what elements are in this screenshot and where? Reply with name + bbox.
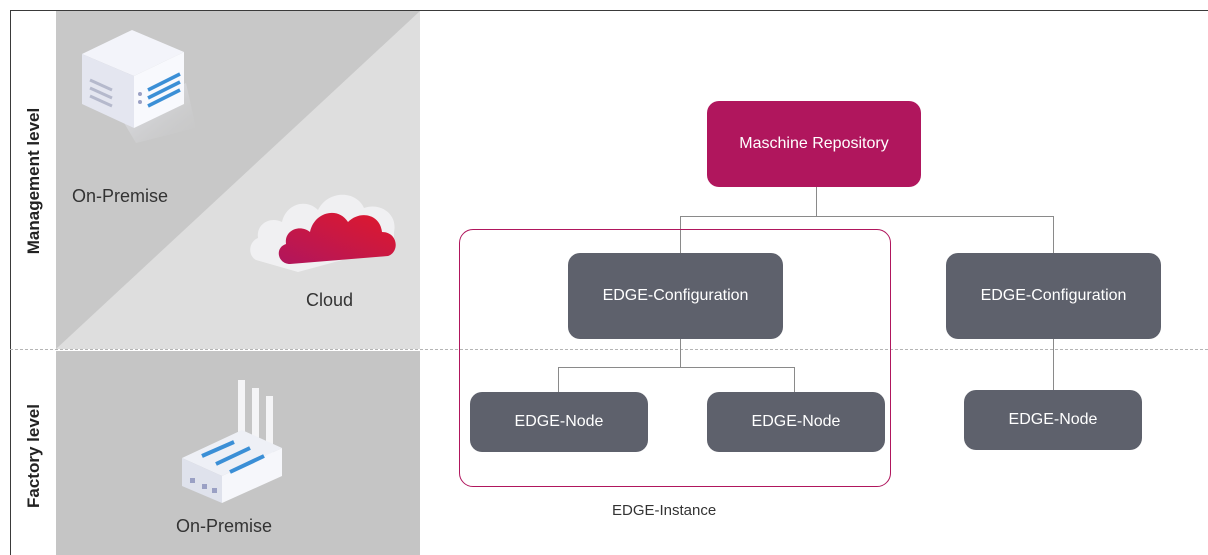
server-icon (82, 30, 196, 143)
connector (1053, 216, 1054, 254)
factory-level-label: Factory level (24, 404, 43, 508)
server-label: On-Premise (72, 186, 169, 206)
connector (558, 367, 559, 393)
edge-node-left-2[interactable]: EDGE-Node (707, 392, 885, 452)
factory-label: On-Premise (176, 516, 273, 536)
connector (1053, 339, 1054, 391)
connector (680, 216, 1054, 217)
edge-instance-box (459, 229, 891, 487)
connector (558, 367, 795, 368)
edge-node-right[interactable]: EDGE-Node (964, 390, 1142, 450)
connector (680, 339, 681, 367)
cloud-label: Cloud (306, 290, 354, 310)
edge-configuration-node-left[interactable]: EDGE-Configuration (568, 253, 783, 339)
diagram-frame (10, 10, 1208, 555)
factory-icon (182, 380, 282, 503)
connector (816, 186, 817, 217)
repository-node[interactable]: Maschine Repository (707, 101, 921, 187)
connector (794, 367, 795, 393)
connector (680, 216, 681, 254)
management-level-label: Management level (24, 107, 43, 255)
edge-instance-label: EDGE-Instance (612, 502, 717, 519)
edge-configuration-node-right[interactable]: EDGE-Configuration (946, 253, 1161, 339)
cloud-icon (250, 194, 396, 272)
edge-node-left-1[interactable]: EDGE-Node (470, 392, 648, 452)
level-divider (10, 349, 1208, 350)
